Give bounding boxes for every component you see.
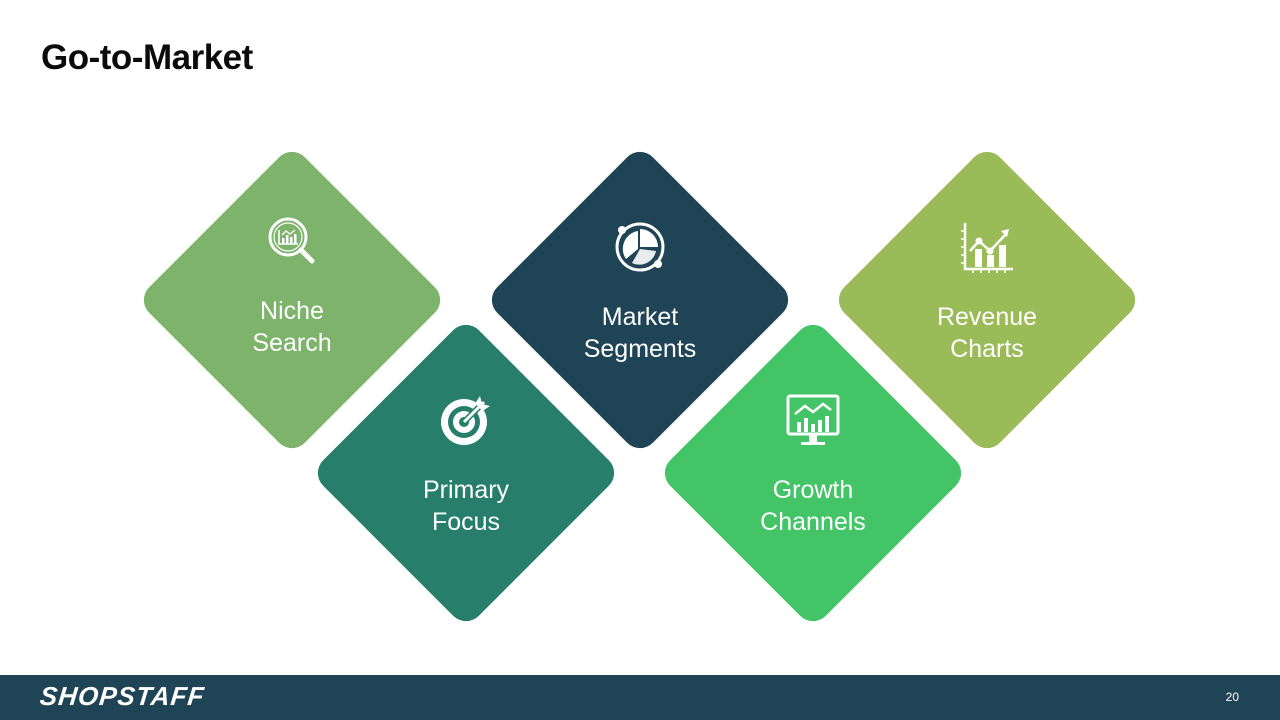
pie-chart-icon <box>615 222 665 272</box>
tile-label: Primary Focus <box>422 476 510 536</box>
monitor-chart-icon <box>786 394 840 445</box>
tile-label: Revenue Charts <box>936 303 1038 363</box>
magnifier-chart-icon <box>268 217 315 264</box>
tile-label: Growth Channels <box>760 476 866 536</box>
page-title: Go-to-Market <box>41 38 253 77</box>
footer-bar: SHOPSTAFF 20 <box>0 675 1280 720</box>
tile-primary-focus: Primary Focus <box>310 317 622 629</box>
tile-label: Market Segments <box>583 303 697 363</box>
tile-revenue-charts: Revenue Charts <box>831 144 1143 456</box>
shopstaff-logo: SHOPSTAFF <box>38 681 207 711</box>
target-icon <box>441 396 490 445</box>
page-number: 20 <box>1225 690 1239 704</box>
tile-label: Niche Search <box>252 297 332 357</box>
tile-growth-channels: Growth Channels <box>657 317 969 629</box>
tile-market-segments: Market Segments <box>484 144 796 456</box>
tile-niche-search: Niche Search <box>136 144 448 456</box>
line-bar-chart-icon <box>961 223 1013 273</box>
